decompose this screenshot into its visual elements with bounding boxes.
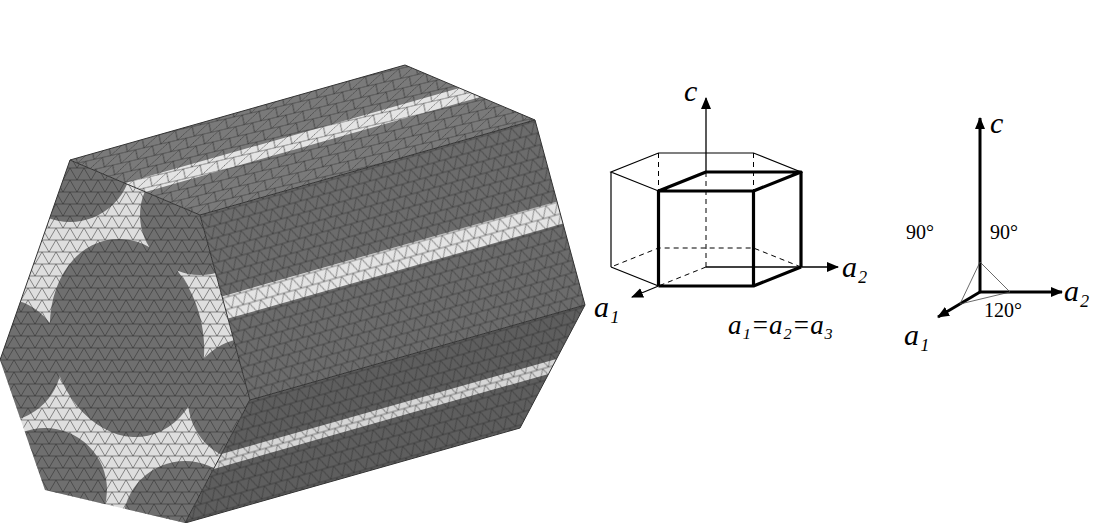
hexagonal-cell-sketch [611,98,838,297]
angle-label: 120° [984,300,1022,320]
axis-label: a₁ [904,320,929,350]
axis-label: a₂ [842,252,867,282]
axis-label: a₁ [594,292,619,322]
axis-label: c [990,108,1003,138]
axis-label: a₂ [1064,276,1089,306]
lattice-equation: a₁=a₂=a₃ [728,312,833,339]
axis-label: c [684,76,697,106]
angle-label: 90° [906,222,934,242]
angle-label: 90° [990,222,1018,242]
meshed-hexagonal-prism [0,65,585,523]
axis-triad [938,118,1062,317]
